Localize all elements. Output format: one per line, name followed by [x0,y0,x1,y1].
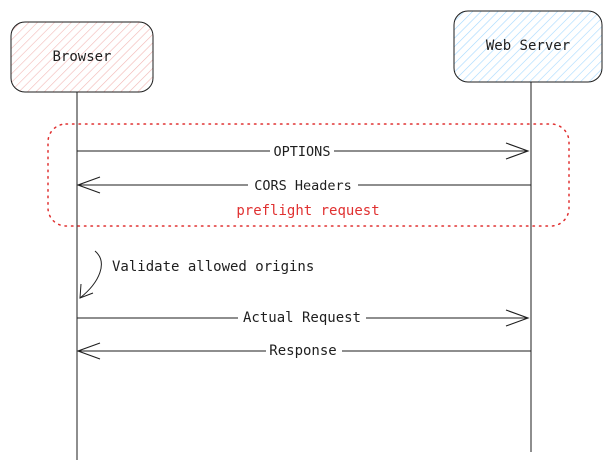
cors-headers-arrowhead [76,176,101,194]
message-actual-request[interactable]: Actual Request [77,309,530,327]
message-cors-headers[interactable]: CORS Headers [76,176,531,194]
preflight-group-border [47,123,570,227]
options-label: OPTIONS [274,144,331,160]
actual-request-label: Actual Request [243,310,361,326]
browser-participant[interactable]: Browser [10,21,154,93]
validate-note: Validate allowed origins [79,250,314,299]
validate-arrowhead [79,283,94,299]
actual-request-arrowhead [505,309,530,327]
validate-curve-arrow [79,250,102,299]
server-participant[interactable]: Web Server [453,10,603,83]
preflight-group-label: preflight request [236,203,379,219]
response-arrowhead [76,342,101,360]
message-response[interactable]: Response [76,342,531,360]
server-label: Web Server [486,38,570,54]
browser-label: Browser [52,49,111,65]
message-options[interactable]: OPTIONS [77,142,530,160]
options-arrowhead [505,142,530,160]
response-label: Response [269,343,336,359]
validate-label: Validate allowed origins [112,259,314,275]
cors-headers-label: CORS Headers [254,178,352,194]
